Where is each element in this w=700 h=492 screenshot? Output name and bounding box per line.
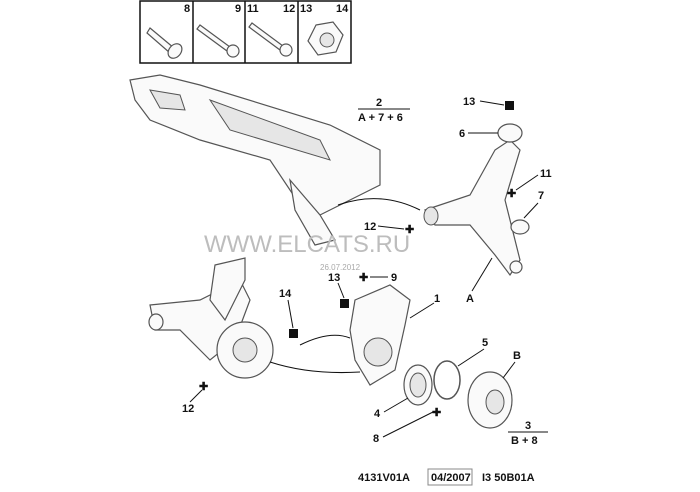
callout-3-contents: B + 8: [511, 435, 538, 447]
callout-12-mid: 12: [364, 221, 376, 233]
assembled-corner: [148, 257, 274, 379]
fastener-legend: 8 9 11 12 13 14: [139, 0, 352, 64]
legend-label-9: 9: [235, 3, 241, 15]
callout-13-knuckle: 13: [328, 272, 340, 284]
fastener-square-marker: [289, 329, 298, 338]
wheel-stud-icon: [146, 27, 183, 59]
long-flange-bolt-icon: [248, 22, 293, 57]
cross-marker: ✚: [405, 224, 414, 236]
watermark-date: 26.07.2012: [320, 263, 361, 272]
legend-label-13: 13: [300, 3, 312, 15]
callout-B: B: [513, 350, 521, 362]
flange-bolt-icon: [196, 24, 240, 58]
callout-11: 11: [540, 168, 552, 180]
callout-6: 6: [459, 128, 465, 140]
wheel-bearing: [403, 364, 433, 406]
callouts: 2 A + 7 + 6 13 6 11 ✚ 7 12 ✚ A 13 ✚ 9 14…: [182, 96, 552, 447]
callout-5: 5: [482, 337, 488, 349]
callout-3: 3: [525, 420, 531, 432]
legend-label-14: 14: [336, 3, 349, 15]
callout-4: 4: [374, 408, 381, 420]
legend-label-11: 11: [247, 3, 259, 15]
subframe: [129, 74, 381, 246]
callout-8: 8: [373, 433, 379, 445]
cross-marker: ✚: [432, 407, 441, 419]
diagram-reference: 4131V01A: [358, 472, 410, 484]
footer-reference: 4131V01A 04/2007 I3 50B01A: [358, 468, 535, 486]
cross-marker: ✚: [359, 272, 368, 284]
callout-13-top: 13: [463, 96, 475, 108]
watermark-site: WWW.ELCATS.RU: [204, 231, 410, 258]
fastener-square-marker: [340, 299, 349, 308]
legend-label-12: 12: [283, 3, 295, 15]
cross-marker: ✚: [199, 381, 208, 393]
diagram-code: I3 50B01A: [482, 472, 535, 484]
wheel-hub: [467, 371, 513, 429]
lower-control-arm: [423, 123, 530, 277]
callout-9: 9: [391, 272, 397, 284]
callout-14: 14: [279, 288, 292, 300]
lock-nut-icon: [307, 21, 344, 56]
legend-label-8: 8: [184, 3, 190, 15]
callout-2-contents: A + 7 + 6: [358, 112, 403, 124]
diagram-date: 04/2007: [431, 472, 471, 484]
callout-1: 1: [434, 293, 440, 305]
circlip: [433, 360, 461, 400]
fastener-square-marker: [505, 101, 514, 110]
cross-marker: ✚: [507, 188, 516, 200]
callout-2: 2: [376, 97, 382, 109]
callout-12-left: 12: [182, 403, 194, 415]
callout-7: 7: [538, 190, 544, 202]
steering-knuckle: [349, 284, 411, 386]
callout-A: A: [466, 293, 474, 305]
